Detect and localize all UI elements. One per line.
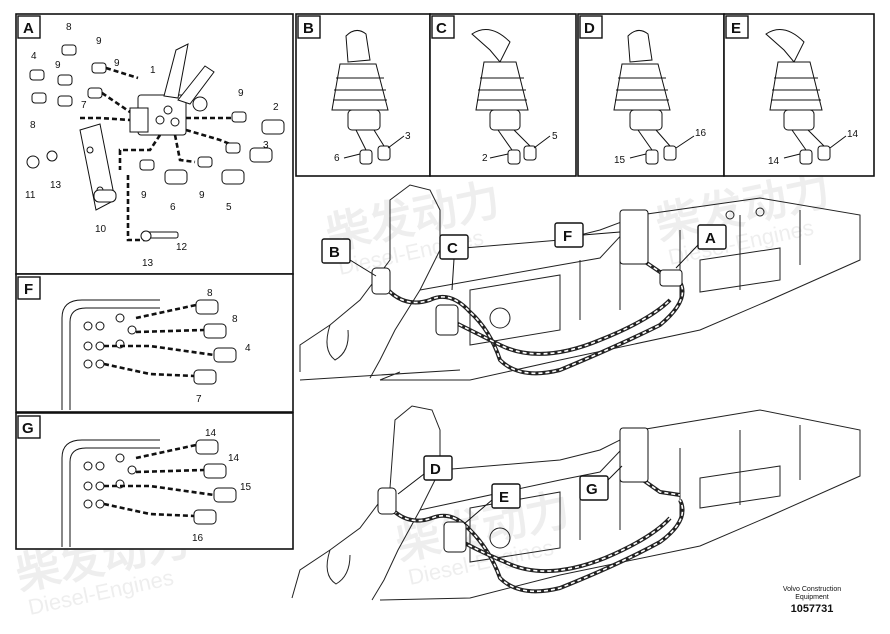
- panel-g-label-box: [17, 415, 41, 439]
- part-number: 14: [768, 156, 780, 167]
- panel-a-label-box: [17, 15, 41, 39]
- joystick-b: [331, 30, 391, 165]
- panel-c: C 2 5: [429, 13, 577, 177]
- part-number: 9: [141, 190, 147, 201]
- part-number: 8: [66, 22, 72, 33]
- joystick-c: [471, 29, 537, 165]
- callout-b-label: B: [329, 244, 340, 261]
- part-number: 5: [552, 131, 558, 142]
- part-number: 4: [31, 51, 37, 62]
- panel-g-fittings: [83, 439, 237, 525]
- callout-c-label: C: [447, 240, 458, 257]
- panel-f-label-box: [17, 276, 41, 300]
- callout-d-label: D: [430, 461, 441, 478]
- part-number: 15: [240, 482, 252, 493]
- part-number: 9: [238, 88, 244, 99]
- doc-number: 1057731: [791, 603, 834, 615]
- part-number: 8: [207, 288, 213, 299]
- callouts-top: B C F A: [321, 222, 727, 291]
- part-number: 14: [205, 428, 217, 439]
- panel-d-label: D: [584, 20, 595, 37]
- part-number: 11: [25, 190, 36, 201]
- panel-f-frame: [15, 273, 294, 413]
- caption-line1: Volvo Construction: [783, 586, 841, 593]
- part-number: 13: [50, 180, 62, 191]
- callout-g: [579, 475, 609, 501]
- panel-a: A: [15, 13, 294, 275]
- machine-frame-top: [299, 184, 861, 381]
- joystick-e: [765, 29, 831, 165]
- panel-a-label: A: [23, 20, 34, 37]
- part-number: 3: [405, 131, 411, 142]
- panel-b-label: B: [303, 20, 314, 37]
- panel-g-label: G: [22, 420, 34, 437]
- part-number: 13: [142, 258, 154, 269]
- part-number: 15: [614, 155, 626, 166]
- panel-a-numbers: 8 9 4 9 9 1 7 8 9 2 3 11 13 10 6 9 5 12 …: [25, 22, 279, 269]
- panel-f: F 8 8 4 7: [15, 273, 294, 413]
- part-number: 5: [226, 202, 232, 213]
- part-number: 7: [196, 394, 202, 405]
- callout-e-label: E: [499, 489, 509, 506]
- part-number: 10: [95, 224, 107, 235]
- part-number: 6: [334, 153, 340, 164]
- fittings-right: [139, 111, 285, 185]
- part-number: 9: [114, 58, 120, 69]
- callout-g-label: G: [586, 481, 598, 498]
- callout-b: [321, 238, 351, 264]
- hoses-a: [80, 66, 241, 242]
- machine-frame-bottom: [291, 405, 861, 601]
- callout-d: [423, 455, 453, 481]
- callout-f-label: F: [563, 228, 572, 245]
- panel-c-label: C: [436, 20, 447, 37]
- part-number: 4: [245, 343, 251, 354]
- part-number: 1: [150, 65, 156, 76]
- part-number: 14: [228, 453, 240, 464]
- callout-a: [697, 224, 727, 250]
- part-number: 8: [30, 120, 36, 131]
- part-number: 9: [55, 60, 61, 71]
- panel-g: G 14 14 15 16: [15, 412, 294, 550]
- part-number: 3: [263, 140, 269, 151]
- bracket-plate: [26, 123, 179, 242]
- caption: Volvo Construction Equipment 1057731: [783, 586, 841, 615]
- joystick-d: [613, 30, 677, 165]
- part-number: 16: [695, 128, 707, 139]
- part-number: 12: [176, 242, 188, 253]
- control-valve: [129, 43, 215, 136]
- part-number: 9: [96, 36, 102, 47]
- callout-a-label: A: [705, 230, 716, 247]
- caption-line2: Equipment: [795, 594, 829, 601]
- part-number: 2: [273, 102, 279, 113]
- part-number: 6: [170, 202, 176, 213]
- panel-e: E 14 14: [723, 13, 875, 177]
- panel-f-label: F: [24, 281, 33, 298]
- panel-e-label: E: [731, 20, 741, 37]
- panel-d: D 15 16: [577, 13, 725, 177]
- panel-b: B 6 3: [295, 13, 431, 177]
- part-number: 7: [81, 100, 87, 111]
- part-number: 16: [192, 533, 204, 544]
- panel-f-fittings: [83, 299, 237, 385]
- part-number: 8: [232, 314, 238, 325]
- callout-e: [491, 483, 521, 509]
- part-number: 9: [199, 190, 205, 201]
- callouts-bottom: D E G: [397, 455, 623, 525]
- fittings-left: [29, 44, 107, 107]
- part-number: 2: [482, 153, 488, 164]
- part-number: 14: [847, 129, 859, 140]
- panel-g-frame: [15, 412, 294, 550]
